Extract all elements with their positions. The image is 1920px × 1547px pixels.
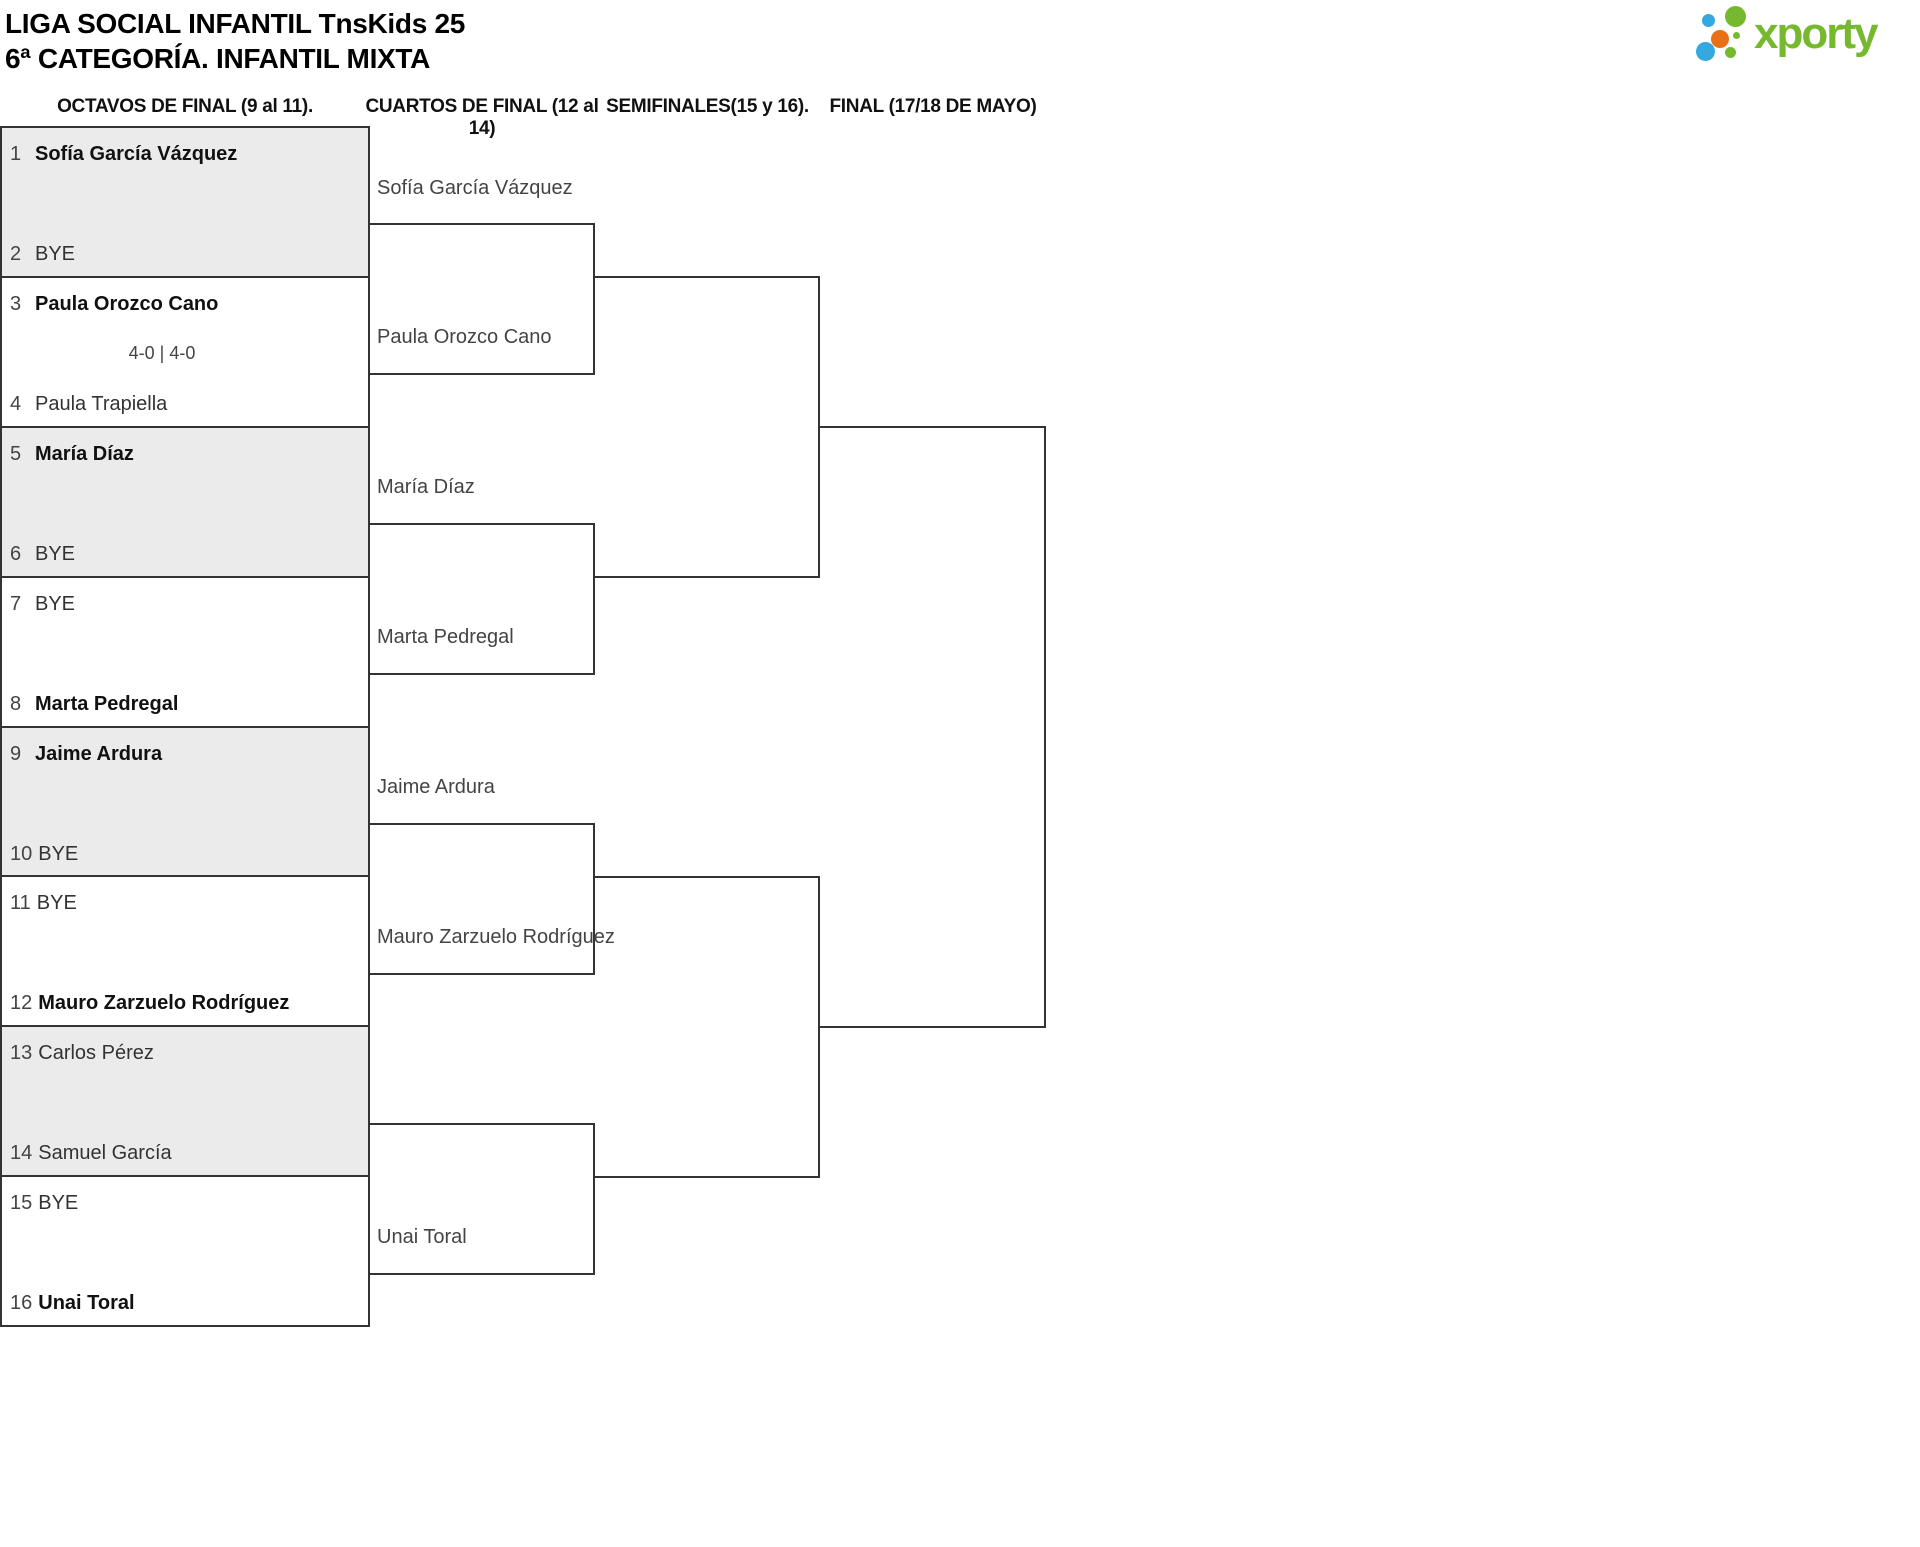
logo-dot-icon [1696,42,1715,61]
seed-number: 13 [10,1042,33,1065]
player-name: Paula Orozco Cano [35,292,219,315]
seed-number: 1 [10,143,22,165]
quarterfinal-box-2 [368,523,595,675]
player-name: Sofía García Vázquez [35,143,238,165]
seed-number: 8 [10,692,22,715]
quarterfinal-box-3 [368,823,595,975]
player-slot: 7 BYE [2,592,368,616]
semifinal-box-2 [593,876,820,1178]
player-name: Marta Pedregal [35,692,179,715]
round-header-final: FINAL (17/18 DE MAYO) [829,96,1037,117]
player-slot: 1 Sofía García Vázquez [2,142,368,166]
player-slot: 9 Jaime Ardura [2,742,368,766]
seed-number: 15 [10,1192,33,1215]
player-slot: 5 María Díaz [2,442,368,466]
player-slot: 6 BYE [2,542,368,566]
seed-number: 10 [10,842,33,865]
logo-dot-icon [1733,32,1740,39]
qf-player-name: Jaime Ardura [377,776,495,798]
player-name: Mauro Zarzuelo Rodríguez [38,992,290,1015]
player-slot: 4 Paula Trapiella [2,392,368,416]
page-title-line2: 6ª CATEGORÍA. INFANTIL MIXTA [5,43,431,74]
seed-number: 3 [10,292,22,315]
logo-dot-icon [1702,14,1715,27]
logo-dot-icon [1711,30,1729,48]
seed-number: 9 [10,742,22,765]
player-name: BYE [35,243,76,265]
player-name: Samuel García [38,1142,172,1165]
player-name: BYE [38,842,79,865]
logo-dot-icon [1725,6,1746,27]
final-box [818,426,1046,1028]
seed-number: 6 [10,542,22,565]
semifinal-box-1 [593,276,820,578]
match-4: 7 BYE 8 Marta Pedregal [2,578,368,728]
player-name: María Díaz [35,442,134,465]
qf-player-name: María Díaz [377,476,475,498]
quarterfinal-box-1 [368,223,595,375]
seed-number: 12 [10,992,33,1015]
player-slot: 2 BYE [2,242,368,266]
page-title-line1: LIGA SOCIAL INFANTIL TnsKids 25 [5,8,466,39]
match-2: 3 Paula Orozco Cano 4-0 | 4-0 4 Paula Trap… [2,278,368,428]
seed-number: 4 [10,392,22,415]
seed-number: 2 [10,243,22,265]
qf-player-name: Unai Toral [377,1226,467,1248]
match-3: 5 María Díaz 6 BYE [2,427,368,578]
player-name: BYE [38,1192,79,1215]
player-slot: 8 Marta Pedregal [2,692,368,716]
player-name: BYE [35,592,76,615]
logo-wordmark: xporty [1754,9,1878,58]
match-score: 4-0 | 4-0 [128,342,196,363]
round-header-cuartos: CUARTOS DE FINAL (12 al 14) [365,96,599,139]
match-1: 1 Sofía García Vázquez 2 BYE [2,128,368,278]
seed-number: 14 [10,1142,33,1165]
player-name: Jaime Ardura [35,742,163,765]
seed-number: 7 [10,592,22,615]
qf-player-name: Mauro Zarzuelo Rodríguez [377,926,615,948]
round-header-semifinales: SEMIFINALES(15 y 16). [606,96,809,117]
page-title: LIGA SOCIAL INFANTIL TnsKids 25 6ª CATEG… [5,6,465,76]
qf-player-name: Marta Pedregal [377,626,514,648]
player-name: BYE [35,542,76,565]
player-name: BYE [36,892,77,915]
player-name: Paula Trapiella [35,392,168,415]
qf-player-name: Paula Orozco Cano [377,326,552,348]
player-name: Carlos Pérez [38,1042,154,1065]
seed-number: 11 [10,892,31,915]
round-header-octavos: OCTAVOS DE FINAL (9 al 11). [57,96,313,117]
seed-number: 16 [10,1292,33,1315]
seed-number: 5 [10,442,22,465]
player-name: Unai Toral [38,1292,135,1315]
player-slot: 3 Paula Orozco Cano [2,292,368,316]
logo-dot-icon [1725,47,1736,58]
quarterfinal-box-4 [368,1123,595,1275]
qf-player-name: Sofía García Vázquez [377,177,573,199]
